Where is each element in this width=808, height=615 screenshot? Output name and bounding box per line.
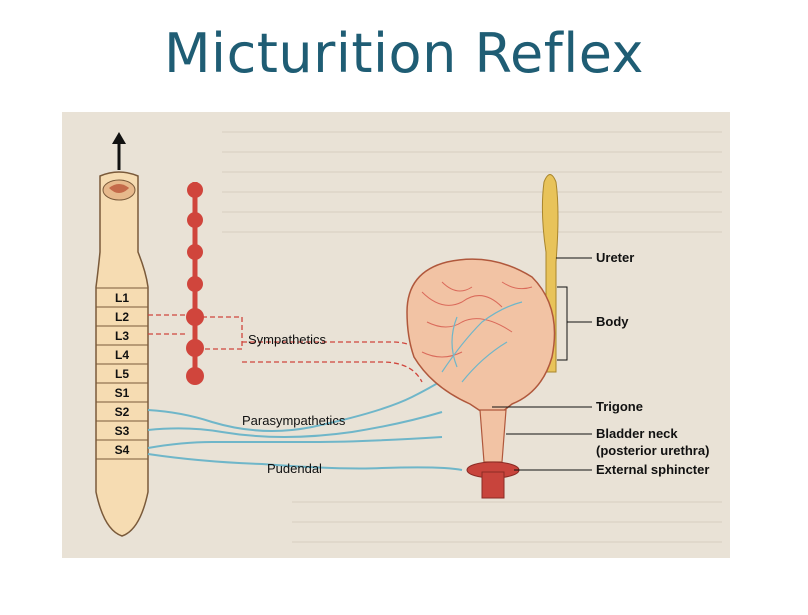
cord-cross-section xyxy=(102,179,136,201)
label-posterior-urethra: (posterior urethra) xyxy=(596,443,709,458)
level-label: L1 xyxy=(115,291,129,305)
level-label: L4 xyxy=(115,348,129,362)
slide-title: Micturition Reflex xyxy=(163,22,645,85)
diagram-svg: L1 L2 L3 L4 L5 S1 S2 S3 S4 xyxy=(95,131,722,543)
label-sympathetics: Sympathetics xyxy=(248,332,327,347)
external-sphincter xyxy=(466,461,520,499)
sympathetic-chain xyxy=(186,182,204,385)
label-external-sphincter: External sphincter xyxy=(596,462,709,477)
spinal-level-labels: L1 L2 L3 L4 L5 S1 S2 S3 S4 xyxy=(115,291,130,457)
label-bladder-neck: Bladder neck xyxy=(596,426,678,441)
level-label: S2 xyxy=(115,405,130,419)
label-trigone: Trigone xyxy=(596,399,643,414)
label-parasympathetics: Parasympathetics xyxy=(242,413,346,428)
level-label: L5 xyxy=(115,367,129,381)
micturition-diagram: L1 L2 L3 L4 L5 S1 S2 S3 S4 xyxy=(62,112,730,558)
level-label: L2 xyxy=(115,310,129,324)
bladder-body xyxy=(406,258,556,413)
ascending-arrow-icon xyxy=(112,132,126,170)
label-pointers xyxy=(492,257,592,471)
level-label: L3 xyxy=(115,329,129,343)
label-ureter: Ureter xyxy=(596,250,634,265)
level-label: S3 xyxy=(115,424,130,438)
segment-dividers xyxy=(96,287,148,460)
level-label: S4 xyxy=(115,443,130,457)
pudendal-nerve xyxy=(147,453,463,471)
label-pudendal: Pudendal xyxy=(267,461,322,476)
spinal-cord xyxy=(95,171,149,537)
label-body: Body xyxy=(596,314,629,329)
parasympathetic-nerves xyxy=(147,366,463,449)
bladder-neck xyxy=(479,409,507,463)
level-label: S1 xyxy=(115,386,130,400)
background-page-texture xyxy=(222,131,722,543)
